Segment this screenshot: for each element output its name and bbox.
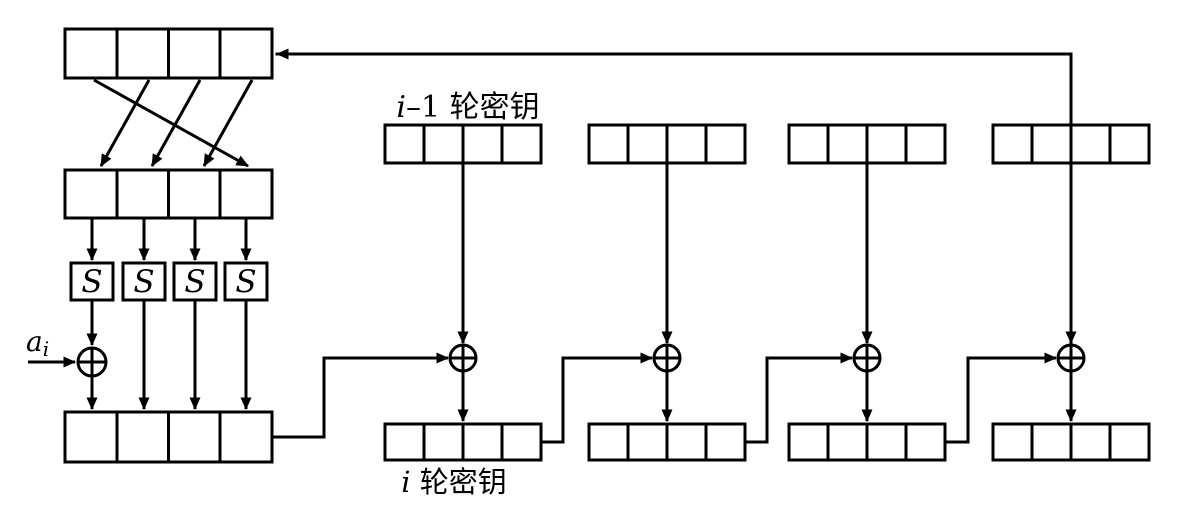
sbox-2: S xyxy=(121,261,167,302)
word-input-arrows xyxy=(457,53,1077,345)
reg-round-key-word-3 xyxy=(787,422,947,462)
register-dividers xyxy=(626,125,708,163)
word-carry-arrows xyxy=(272,352,1057,444)
sbox-row: S S S S xyxy=(69,261,269,302)
xor-node-3 xyxy=(852,343,882,373)
carry-arrow-1 xyxy=(272,352,449,439)
xor-cross xyxy=(78,348,106,376)
carry-arrow-2 xyxy=(540,352,653,444)
xor-output-arrows xyxy=(457,371,1077,422)
sbox-label: S xyxy=(184,264,205,300)
register-dividers xyxy=(826,125,908,163)
carry-arrow-3 xyxy=(745,352,853,444)
register-dividers xyxy=(422,125,504,163)
reg-key-state-new xyxy=(63,410,274,464)
reg-round-key-word-4 xyxy=(991,422,1151,462)
xor-round-constant xyxy=(76,346,108,410)
sbox-label: S xyxy=(235,264,256,300)
sbox-3: S xyxy=(172,261,218,302)
round-constant-input: ai xyxy=(26,325,76,368)
reg-round-key-word-2 xyxy=(587,422,747,462)
rotate-arrow-3-to-2 xyxy=(150,79,202,167)
register-dividers xyxy=(1030,424,1112,460)
byte-rotation-arrows xyxy=(93,78,254,168)
round-key-label: i 轮密钥 xyxy=(401,465,507,499)
reg-key-state-rotated xyxy=(63,168,274,220)
xor-cross xyxy=(654,345,680,371)
reg-prev-key-word-3 xyxy=(787,123,947,165)
sbox-box xyxy=(121,261,167,302)
reg-key-state-top xyxy=(63,27,274,80)
xor-node-2 xyxy=(652,343,682,373)
carry-arrow-4 xyxy=(945,352,1057,444)
prev-round-key-registers xyxy=(383,123,1151,165)
xor-cross xyxy=(854,345,880,371)
round-constant-label: ai xyxy=(26,325,49,361)
reg-prev-key-word-2 xyxy=(587,123,747,165)
register-dividers xyxy=(115,412,222,462)
round-key-registers xyxy=(383,422,1151,462)
register-dividers xyxy=(626,424,708,460)
reg-prev-key-word-1 xyxy=(383,123,543,165)
sbox-label: S xyxy=(81,264,102,300)
register-dividers xyxy=(422,424,504,460)
reg-round-key-word-1 xyxy=(383,422,543,462)
sbox-1: S xyxy=(69,261,115,302)
xor-cross xyxy=(1058,345,1084,371)
xor-chain-nodes xyxy=(448,343,1086,373)
sbox-output-arrows xyxy=(86,300,252,410)
rotate-arrow-1-to-4 xyxy=(93,78,249,168)
sbox-box xyxy=(69,261,115,302)
register-dividers xyxy=(115,170,222,218)
xor-node-4 xyxy=(1056,343,1086,373)
sbox-input-arrows xyxy=(86,218,252,261)
xor-cross xyxy=(450,345,476,371)
prev-round-key-label: i–1 轮密钥 xyxy=(396,90,539,125)
register-dividers xyxy=(826,424,908,460)
register-dividers xyxy=(115,29,222,78)
diagram-labels: i–1 轮密钥 i 轮密钥 xyxy=(396,90,539,499)
sbox-label: S xyxy=(133,264,154,300)
xor-node-1 xyxy=(448,343,478,373)
rotate-arrow-2-to-1 xyxy=(99,79,151,167)
rotate-arrow-4-to-3 xyxy=(202,79,254,167)
sbox-4: S xyxy=(223,261,269,302)
